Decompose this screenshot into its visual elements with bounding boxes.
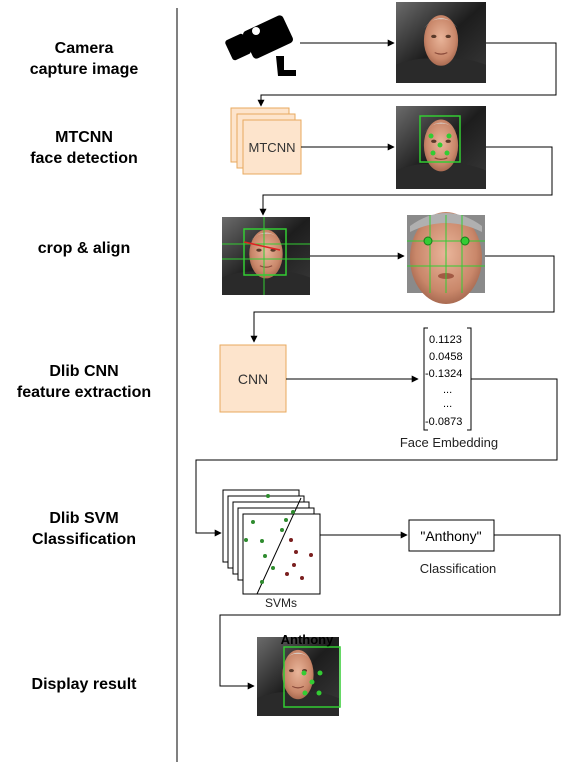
right-bracket bbox=[467, 327, 472, 431]
result-detection-box bbox=[283, 646, 341, 708]
svm-plot-stack bbox=[222, 489, 321, 595]
connector-stage2-stage3 bbox=[259, 146, 553, 216]
connector-stage1-stage2 bbox=[257, 42, 557, 107]
embedding-value: ... bbox=[443, 398, 452, 410]
embedding-value: 0.0458 bbox=[429, 351, 463, 363]
crop-source-image bbox=[221, 216, 311, 296]
embedding-value: 0.1123 bbox=[429, 334, 462, 346]
aligned-face-image bbox=[407, 212, 485, 304]
result-name-label: Anthony bbox=[281, 632, 334, 647]
stage-label-display: Display result bbox=[31, 676, 137, 693]
mtcnn-box-stack: MTCNN bbox=[230, 107, 302, 175]
embedding-caption: Face Embedding bbox=[400, 435, 498, 450]
connector-stage4-stage5 bbox=[195, 378, 558, 537]
mtcnn-box-label: MTCNN bbox=[249, 140, 296, 155]
embedding-value: -0.1324 bbox=[425, 368, 462, 380]
stage-label-crop-align: crop & align bbox=[37, 240, 131, 257]
classification-result: "Anthony" bbox=[420, 528, 481, 544]
embedding-value: ... bbox=[443, 384, 452, 396]
detected-face-image bbox=[395, 105, 487, 190]
svm-caption: SVMs bbox=[265, 596, 297, 610]
embedding-vector: 0.1123 0.0458 -0.1324 ... ... -0.0873 bbox=[423, 327, 472, 431]
connector-stage5-stage6 bbox=[219, 534, 561, 690]
captured-image bbox=[395, 1, 487, 84]
cnn-box bbox=[219, 344, 287, 413]
svm-hyperplane bbox=[256, 497, 302, 595]
detection-box bbox=[419, 115, 461, 163]
cnn-box-label: CNN bbox=[238, 371, 268, 387]
connector-stage3-stage4 bbox=[250, 255, 555, 343]
left-bracket bbox=[423, 327, 428, 431]
result-face-image bbox=[256, 636, 341, 717]
alignment-line bbox=[243, 241, 281, 251]
embedding-value: -0.0873 bbox=[425, 416, 462, 428]
security-camera-icon bbox=[225, 15, 296, 76]
classification-caption: Classification bbox=[420, 561, 497, 576]
